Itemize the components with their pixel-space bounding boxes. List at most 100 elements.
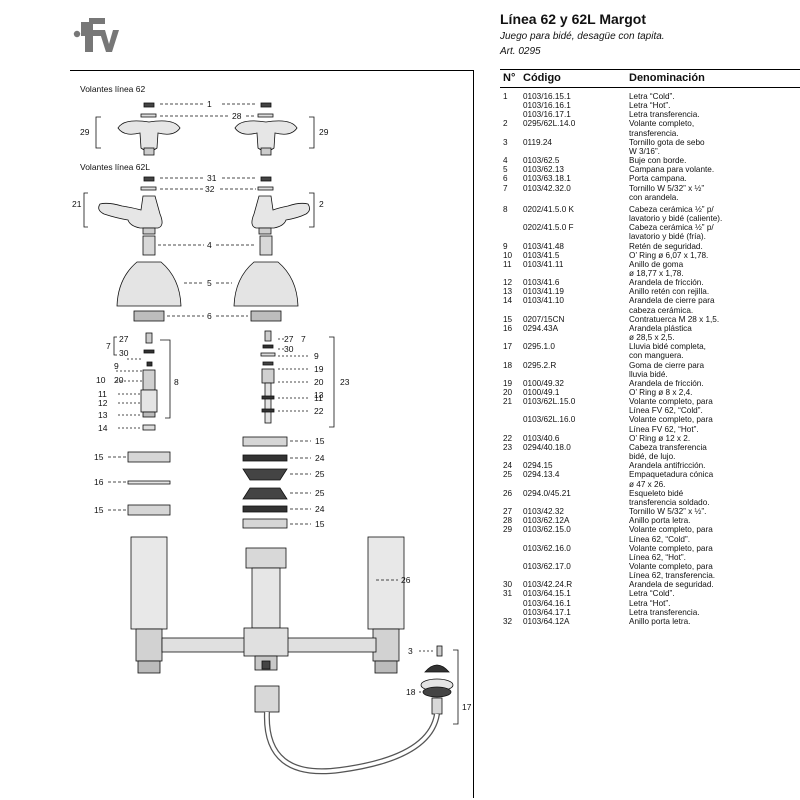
handle-62l-right [251, 176, 310, 235]
part-code: 0103/62L.16.0 [523, 415, 576, 425]
column-header-no: N° [503, 72, 516, 84]
part-code: 0202/41.5.0 K [523, 204, 574, 214]
callout: 17 [462, 702, 472, 712]
part-code: 0103/16.16.1 [523, 101, 571, 111]
callout: 28 [232, 111, 242, 121]
part-number: 15 [503, 314, 513, 324]
callout: 22 [314, 406, 324, 416]
part-code: 0103/62.13 [523, 165, 564, 175]
part-code: 0294.15 [523, 461, 553, 471]
part-name: Letra transferencia. [629, 110, 700, 120]
part-name: Letra “Cold”. [629, 92, 675, 101]
part-code: 0103/62.17.0 [523, 561, 571, 571]
table-header-rule [500, 87, 800, 88]
part-name: O’ Ring ø 12 x 2. [629, 433, 691, 443]
part-name: Anillo porta letra. [629, 616, 691, 626]
part-number: 6 [503, 174, 508, 184]
part-number: 1 [503, 92, 508, 101]
part-name: Retén de seguridad. [629, 241, 703, 251]
part-number: 23 [503, 442, 513, 452]
callout: 18 [406, 687, 416, 697]
callout: 24 [315, 453, 325, 463]
part-number: 10 [503, 250, 513, 260]
part-number: 14 [503, 296, 513, 306]
part-code: 0103/42.24.R [523, 580, 573, 590]
callout: 15 [315, 519, 325, 529]
part-name: Lluvia bidé completa, con manguera. [629, 342, 706, 361]
bidet-skeleton [130, 536, 405, 674]
part-name: Letra “Hot”. [629, 598, 671, 608]
callout: 24 [315, 504, 325, 514]
callout: 25 [315, 488, 325, 498]
handle-62l-left [98, 176, 163, 235]
callout: 19 [314, 364, 324, 374]
part-code: 0103/41.5 [523, 250, 560, 260]
callout: 6 [207, 311, 212, 321]
table-top-rule [500, 69, 800, 70]
part-name: Volante completo, para Línea FV 62, “Hot… [629, 415, 713, 434]
callout: 1 [207, 99, 212, 109]
callout: 2 [319, 199, 324, 209]
handle-62-left [117, 102, 181, 156]
part-name: Empaquetadura cónica ø 47 x 26. [629, 470, 714, 489]
part-number: 9 [503, 241, 508, 251]
callout: 15 [94, 505, 104, 515]
part-code: 0103/16.15.1 [523, 92, 571, 101]
part-code: 0103/41.11 [523, 259, 564, 269]
part-number: 17 [503, 342, 513, 352]
callout: 12 [98, 398, 108, 408]
section-label-62l: Volantes línea 62L [80, 162, 150, 172]
article-number: Art. 0295 [500, 46, 541, 57]
part-code: 0294.0/45.21 [523, 488, 571, 498]
part-code: 0103/62.15.0 [523, 525, 571, 535]
part-number: 19 [503, 378, 513, 388]
part-number: 21 [503, 397, 513, 407]
part-number: 22 [503, 433, 513, 443]
part-code: 0294/40.18.0 [523, 442, 571, 452]
callout: 7 [106, 341, 111, 351]
part-code: 0295.1.0 [523, 342, 555, 352]
part-number: 31 [503, 589, 513, 599]
part-code: 0103/62.5 [523, 156, 560, 166]
part-number: 25 [503, 470, 513, 480]
part-code: 0103/42.32 [523, 507, 564, 517]
part-code: 0202/41.5.0 F [523, 223, 574, 233]
table-row: 0103/62L.16.0 Volante completo, para Líne… [500, 415, 800, 433]
part-number: 27 [503, 507, 513, 517]
part-number: 13 [503, 287, 513, 297]
part-number: 11 [503, 259, 512, 269]
part-number: 16 [503, 323, 513, 333]
part-number: 7 [503, 183, 508, 193]
exploded-diagram: Volantes línea 62 Volantes línea 62L 1 2… [72, 84, 472, 775]
part-code: 0294.43A [523, 323, 559, 333]
callout: 3 [408, 646, 413, 656]
part-code: 0103/41.10 [523, 296, 564, 306]
part-name: Anillo de goma ø 18,77 x 1,78. [629, 259, 684, 278]
bidet-shower [254, 645, 454, 775]
table-row: 27 0103/42.32 Tornillo W 5/32” x ½”. [500, 507, 800, 516]
page-title: Línea 62 y 62L Margot [500, 11, 647, 27]
part-name: Porta campana. [629, 174, 687, 184]
part-name: Goma de cierre para lluvia bidé. [629, 360, 705, 379]
callout: 14 [98, 423, 108, 433]
part-name: Tornillo W 5/32” x ½”. [629, 507, 707, 517]
part-name: Arandela antifricción. [629, 461, 706, 471]
part-number: 3 [503, 137, 508, 147]
callout: 9 [314, 351, 319, 361]
part-code: 0100/49.1 [523, 388, 560, 397]
part-name: Contratuerca M 28 x 1,5. [629, 314, 720, 324]
callout: 16 [94, 477, 104, 487]
